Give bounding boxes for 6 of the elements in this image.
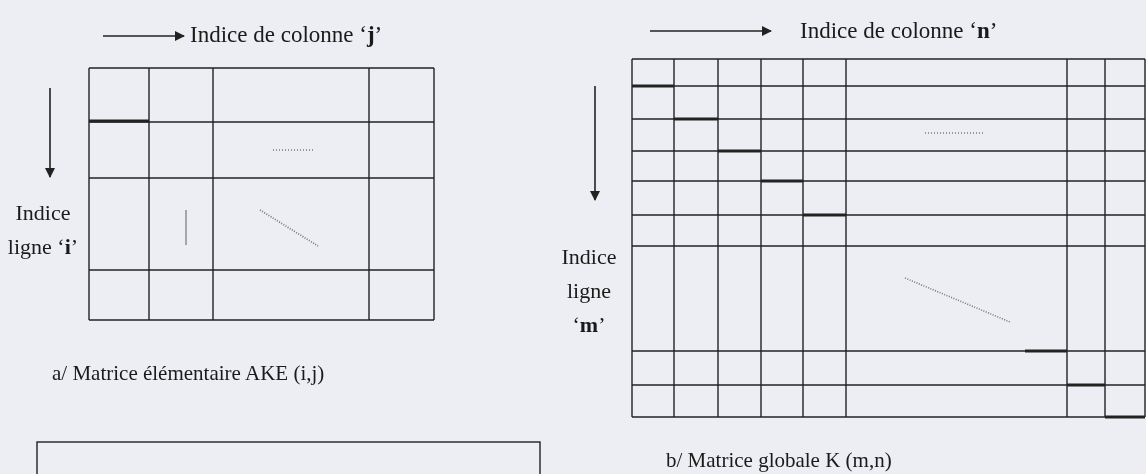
axis-label: Indice de colonne ‘j’ xyxy=(190,21,384,49)
axis-label: Indice ligne ‘i’ xyxy=(6,199,80,261)
figure-caption: b/ Matrice globale K (m,n) xyxy=(666,447,893,474)
axis-label: Indice ligne ‘m’ xyxy=(560,243,618,339)
figure-caption: a/ Matrice élémentaire AKE (i,j) xyxy=(52,360,326,387)
axis-label: Indice de colonne ‘n’ xyxy=(800,17,999,45)
